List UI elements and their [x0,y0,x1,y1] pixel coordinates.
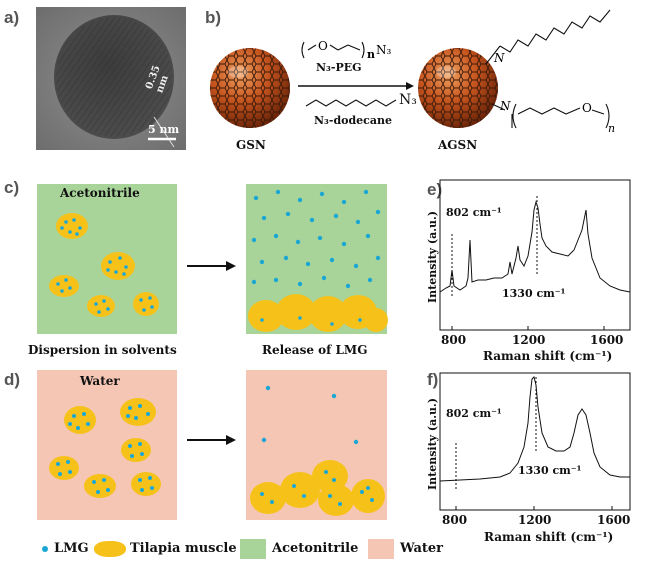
lmg-dots-c-right [251,189,381,289]
water-label: Water [80,374,120,388]
raman-spectrum-f [439,372,631,511]
legend-water-label: Water [400,541,444,556]
peg-o-atom: O [318,39,328,53]
water-box-left [37,370,177,520]
peg-reagent-label: N₃-PEG [316,61,362,74]
peg-structure [301,41,365,59]
legend-lmg-label: LMG [54,541,89,556]
tick-f-1600: 1600 [597,513,631,527]
synthesis-scheme: O n N₃ N N O n [210,9,615,135]
agsn-label: AGSN [438,138,478,152]
muscle-particles-d-left [49,398,161,498]
arrow-d [187,435,236,445]
spectrum-line-e [439,200,631,293]
panel-label-d: d) [4,370,21,389]
panel-label-c: c) [4,178,20,197]
tick-f-1200: 1200 [518,513,552,527]
lmg-dots-c-left [56,218,154,314]
arrow-c [187,261,236,271]
dodecane-chain [305,99,397,107]
legend-acetonitrile-swatch [240,539,266,559]
plot-frame-e [439,179,631,331]
peak2-label-e: 1330 cm⁻¹ [502,287,566,300]
agsn-n-atom-peg: N [499,99,511,113]
legend-acetonitrile-label: Acetonitrile [272,541,359,556]
agsn-n-atom-dodecane: N [493,51,505,65]
legend-muscle-label: Tilapia muscle [130,541,237,556]
x-ticks-f [455,506,613,510]
scale-bar-label: 5 nm [148,123,180,136]
dispersion-caption: Dispersion in solvents [28,343,177,357]
release-schematic [37,184,388,520]
peak2-label-f: 1330 cm⁻¹ [518,464,582,477]
muscle-pile-c-right [248,294,388,332]
peg-n-subscript: n [367,48,375,61]
dodecane-azide: N₃ [399,92,417,108]
lmg-dots-pile-d [260,470,374,506]
raman-spectrum-e [439,179,631,331]
peg-ligand [491,103,610,129]
legend-lmg-swatch [42,546,48,552]
tick-e-800: 800 [441,333,467,347]
spectrum-line-f [439,376,630,482]
release-caption: Release of LMG [262,343,368,357]
xlabel-e: Raman shift (cm⁻¹) [483,349,613,363]
panel-label-b: b) [205,8,222,27]
tick-e-1600: 1600 [590,333,624,347]
lmg-dots-d-left [56,404,154,494]
muscle-particles-c-left [49,213,159,317]
panel-label-f: f) [427,370,439,389]
agsn-sphere [418,48,498,128]
tem-micrograph [36,7,186,150]
panel-label-a: a) [4,8,20,27]
acetonitrile-label: Acetonitrile [60,186,140,200]
legend-muscle-swatch [94,541,126,557]
reaction-arrow [298,82,414,90]
tem-image: 0.35 nm 5 nm [36,7,186,150]
peg-azide: N₃ [376,43,392,57]
tick-f-800: 800 [442,513,468,527]
agsn-o-atom: O [582,101,592,115]
tick-e-1200: 1200 [512,333,546,347]
gsn-sphere [210,48,290,128]
muscle-pile-d-right [250,460,385,516]
xlabel-f: Raman shift (cm⁻¹) [484,530,614,544]
lmg-dots-d-right [261,385,359,445]
plot-frame-f [439,372,631,511]
gsn-label: GSN [236,138,266,152]
peak1-label-e: 802 cm⁻¹ [446,206,502,219]
lmg-dots-pile-c [260,316,362,326]
agsn-peg-n: n [608,122,615,135]
dodecane-ligand [485,9,611,65]
peak1-label-f: 802 cm⁻¹ [446,407,502,420]
legend-water-swatch [368,539,394,559]
panel-label-e: e) [427,180,443,199]
x-ticks-e [451,326,605,330]
dodecane-reagent-label: N₃-dodecane [314,114,392,127]
